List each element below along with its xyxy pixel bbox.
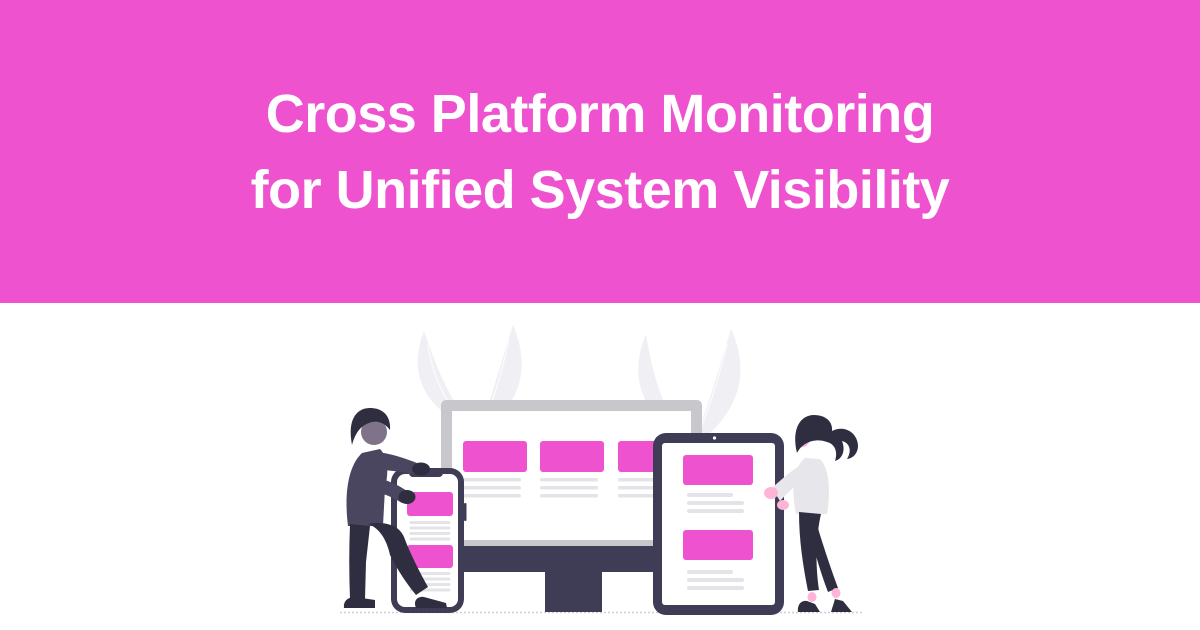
monitor-content — [463, 441, 682, 498]
illustration-area — [0, 303, 1200, 630]
woman-ankle — [831, 588, 841, 598]
woman-hand — [764, 487, 778, 499]
man-face — [361, 419, 387, 445]
content-block — [683, 455, 753, 485]
woman-arm — [772, 462, 812, 501]
man-figure — [343, 408, 447, 608]
woman-hand — [777, 500, 789, 510]
tablet — [653, 433, 784, 615]
monitor-stand — [545, 572, 602, 612]
content-block — [407, 492, 453, 516]
man-shoe — [414, 596, 447, 608]
monitor-screen — [452, 411, 691, 540]
content-block — [540, 441, 604, 472]
content-block — [683, 530, 753, 560]
page-title: Cross Platform Monitoring for Unified Sy… — [251, 76, 950, 228]
man-hand — [398, 490, 416, 504]
man-shoe — [343, 597, 375, 608]
desktop-monitor — [441, 400, 702, 612]
content-block — [407, 545, 453, 568]
woman-ponytail-hair — [795, 415, 858, 461]
tablet-camera-dot — [712, 436, 717, 440]
woman-ankle — [807, 592, 817, 602]
man-hand — [412, 462, 430, 476]
man-torso — [346, 449, 388, 526]
devices-illustration — [340, 325, 862, 615]
banner: Cross Platform Monitoring for Unified Sy… — [0, 0, 1200, 303]
phone-side-button — [464, 503, 467, 521]
woman-shoe — [797, 600, 820, 612]
man-hair — [350, 408, 391, 445]
man-upper-arm — [377, 452, 418, 475]
title-line-1: Cross Platform Monitoring — [265, 83, 935, 144]
woman-figure — [764, 415, 858, 612]
content-block — [463, 441, 527, 472]
tablet-content — [683, 455, 753, 590]
woman-shoe — [831, 599, 852, 612]
man-left-leg — [349, 524, 370, 599]
man-right-leg — [368, 523, 428, 595]
woman-front-leg — [799, 512, 821, 591]
monitor-chin — [441, 546, 702, 572]
title-line-2: for Unified System Visibility — [250, 159, 950, 220]
